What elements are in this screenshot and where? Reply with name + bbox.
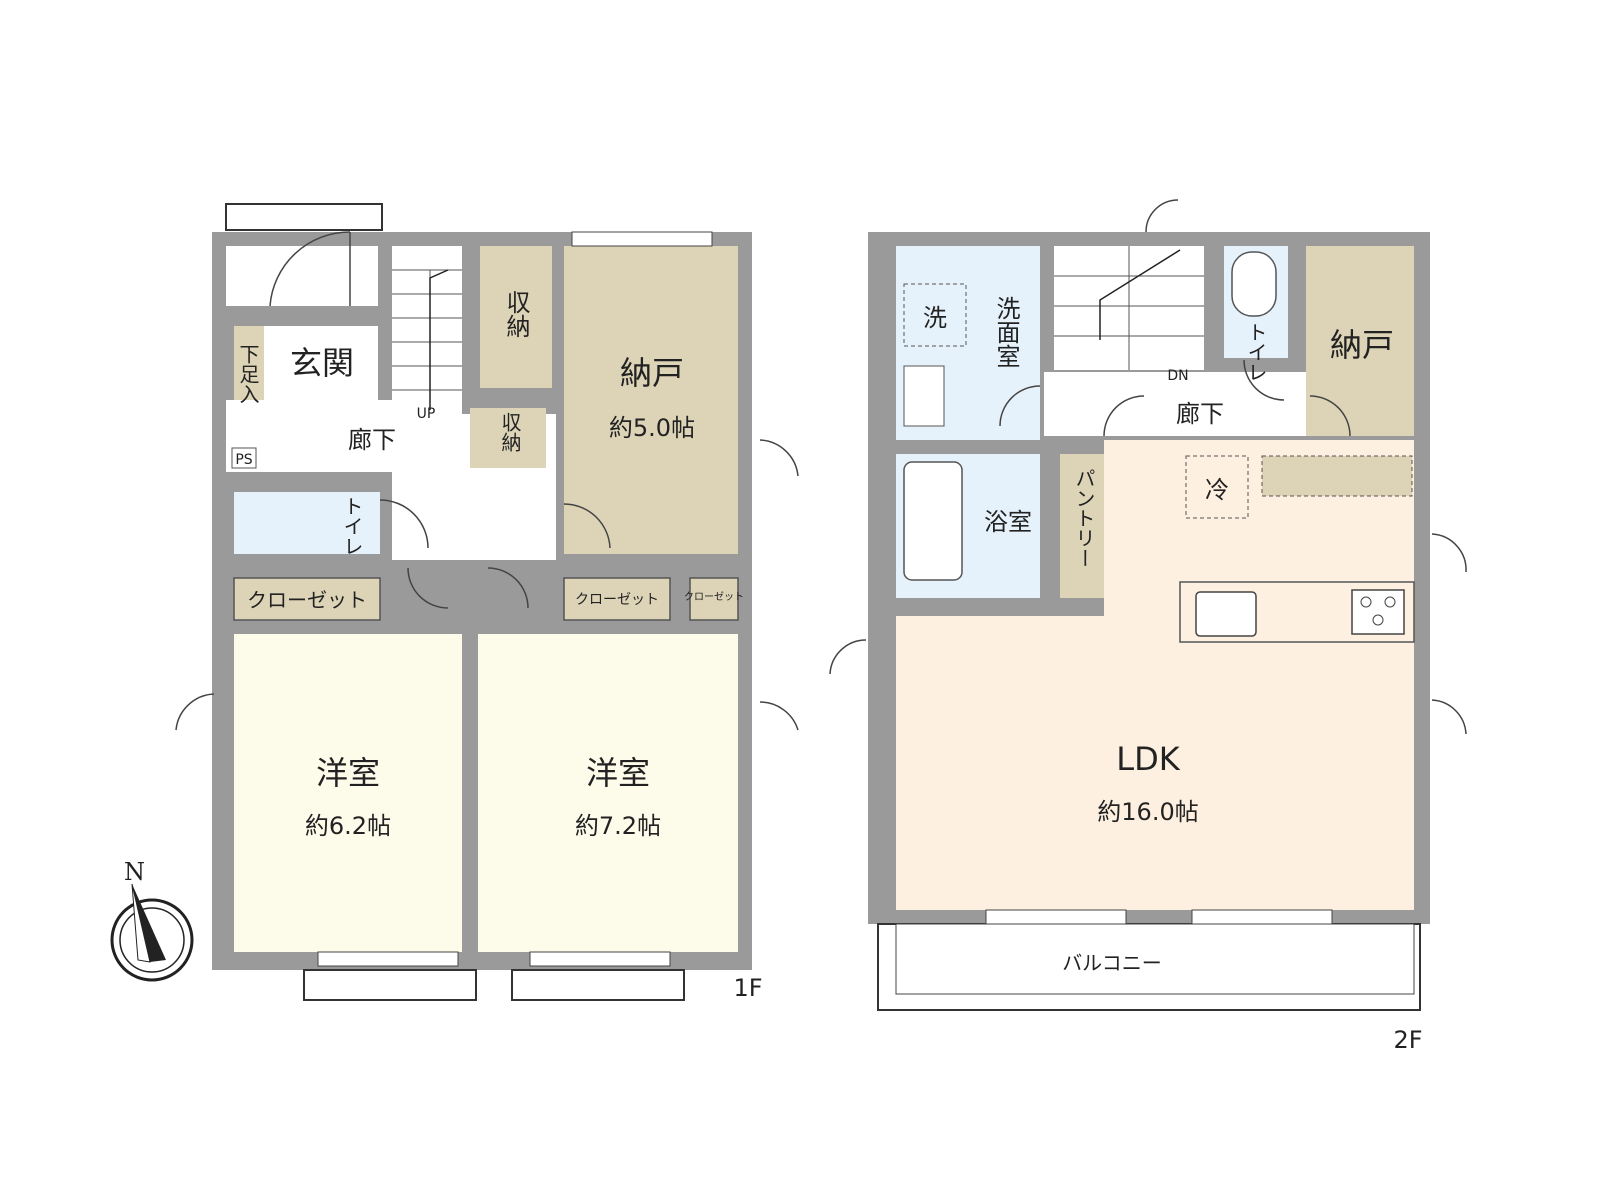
storage2-area <box>470 408 546 468</box>
up-label: UP <box>417 406 436 422</box>
western-room-right-area <box>478 634 738 952</box>
washroom-label: 洗面室 <box>992 296 1020 368</box>
closet-left-label: クローゼット <box>247 588 367 612</box>
balcony-inner <box>895 923 1415 995</box>
ldk-area <box>896 440 1414 910</box>
closet-mid-label: クローゼット <box>575 592 659 608</box>
burner-icon <box>1384 596 1396 608</box>
floor-1 <box>175 203 799 1001</box>
nando-area <box>564 246 738 554</box>
hall2-label: 廊下 <box>1176 400 1224 428</box>
window-bay-left <box>303 969 477 1001</box>
nando2-area <box>1306 246 1414 436</box>
compass-inner-ring <box>119 907 185 973</box>
nando1-size: 約5.0帖 <box>609 414 695 442</box>
compass-needle-icon <box>132 884 166 962</box>
entrance-area <box>264 326 378 400</box>
sink-icon <box>1195 591 1257 637</box>
doors-1f <box>175 231 799 731</box>
toilet2-label: トイレ <box>1244 322 1268 382</box>
fridge-space <box>1185 455 1249 519</box>
kitchen-storage <box>1261 455 1413 497</box>
bathtub-icon <box>903 461 963 581</box>
porch-canopy <box>225 203 383 231</box>
shoe-closet-area <box>234 326 264 400</box>
labels-floor2: 洗 洗面室 DN 廊下 トイレ 納戸 浴室 パントリー 冷 LDK 約16.0帖… <box>923 296 1423 1054</box>
floor2-label: 2F <box>1393 1026 1422 1054</box>
storage2-label: 収納 <box>498 412 522 452</box>
shoe-closet-label: 下足入 <box>236 344 260 404</box>
compass <box>110 883 194 982</box>
storage1-area <box>480 246 552 388</box>
stairs-2f <box>1054 246 1204 370</box>
hall-area-2 <box>392 472 556 560</box>
room-left-name: 洋室 <box>316 754 380 792</box>
toilet1-label: トイレ <box>340 496 364 556</box>
room-right-size: 約7.2帖 <box>575 812 661 840</box>
floor-2 <box>829 199 1467 1011</box>
ps-label: PS <box>235 452 252 468</box>
floor1-label: 1F <box>733 974 762 1002</box>
stove-icon <box>1351 589 1405 635</box>
ps-box <box>231 447 257 469</box>
western-room-left-area <box>234 634 462 952</box>
hall1-label: 廊下 <box>348 426 396 454</box>
labels-floor1: 玄関 下足入 PS 廊下 UP 収納 収納 納戸 約5.0帖 トイレ クローゼッ… <box>235 290 762 1002</box>
dn-label: DN <box>1167 368 1188 384</box>
toilet-icon <box>1231 251 1277 317</box>
fridge-label: 冷 <box>1205 476 1229 504</box>
closet-right-label: クローゼット <box>684 591 744 603</box>
window-ldk-2 <box>1191 909 1333 925</box>
burner-icon <box>1372 614 1384 626</box>
room-left-size: 約6.2帖 <box>305 812 391 840</box>
balcony-label: バルコニー <box>1062 951 1162 975</box>
closet-left-area <box>233 577 381 621</box>
hall-area-1 <box>226 400 462 472</box>
window-left <box>317 951 459 967</box>
window-ldk-1 <box>985 909 1127 925</box>
pantry-label: パントリー <box>1072 468 1096 568</box>
washer-label: 洗 <box>923 304 947 332</box>
washer-space <box>903 283 967 347</box>
compass-ring <box>110 898 194 982</box>
burner-icon <box>1360 596 1372 608</box>
ldk-name: LDK <box>1116 740 1180 778</box>
vanity-icon <box>903 365 945 427</box>
window-bay-right <box>511 969 685 1001</box>
bathroom-label: 浴室 <box>984 508 1032 536</box>
window-right <box>529 951 671 967</box>
stairs-area <box>392 246 462 414</box>
porch-area <box>226 246 378 306</box>
window-nando <box>571 231 713 247</box>
compass-north-label: N <box>124 858 145 886</box>
stairs-1f <box>392 269 462 410</box>
nando1-name: 納戸 <box>620 354 684 392</box>
room-right-name: 洋室 <box>586 754 650 792</box>
closet-mid-area <box>563 577 671 621</box>
ldk-size: 約16.0帖 <box>1097 798 1198 826</box>
pantry-area <box>1060 454 1104 598</box>
hall2-area <box>1044 372 1306 436</box>
closet-right-area <box>689 577 739 621</box>
compass-needle-half-icon <box>131 883 151 963</box>
nando2-label: 納戸 <box>1330 326 1394 364</box>
doors-2f <box>829 199 1467 735</box>
storage1-label: 収納 <box>502 290 530 338</box>
toilet1-area <box>234 492 380 554</box>
entrance-label: 玄関 <box>290 344 354 382</box>
